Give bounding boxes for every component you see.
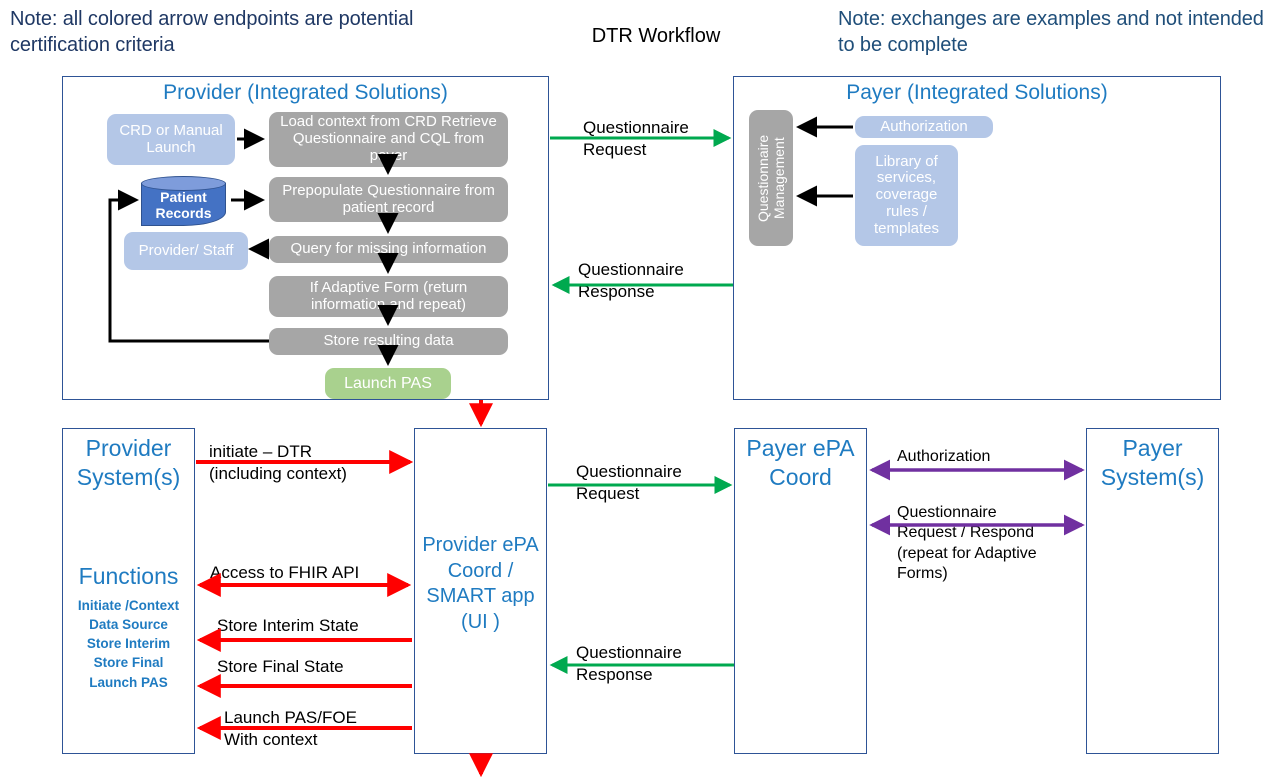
provider-epa-coord-box (414, 428, 547, 754)
provider-system-title: Provider System(s) (76, 435, 181, 491)
label-store-final-state: Store Final State (217, 657, 344, 676)
label-questionnaire-response-top: Questionnaire Response (578, 260, 684, 301)
payer-epa-coord-title: Payer ePA Coord (746, 435, 855, 491)
function-item-initiate-context: Initiate /Context (77, 598, 180, 613)
shape-load-context[interactable]: Load context from CRD Retrieve Questionn… (269, 112, 508, 167)
function-item-store-final: Store Final (93, 655, 164, 671)
label-questionnaire-response-bottom: Questionnaire Response (576, 643, 682, 684)
label-questionnaire-request-top: Questionnaire Request (583, 118, 689, 159)
label-store-interim-state: Store Interim State (217, 616, 359, 635)
provider-system-box (62, 428, 195, 754)
payer-panel-title: Payer (Integrated Solutions) (846, 81, 1108, 104)
payer-epa-coord-box (734, 428, 867, 754)
shape-prepopulate-questionnaire[interactable]: Prepopulate Questionnaire from patient r… (269, 177, 508, 222)
shape-authorization[interactable]: Authorization (855, 116, 993, 138)
shape-questionnaire-management[interactable]: Questionnaire Management (749, 110, 793, 246)
functions-heading: Functions (78, 563, 179, 589)
provider-epa-coord-title: Provider ePA Coord / SMART app (UI ) (422, 534, 539, 633)
shape-launch-pas[interactable]: Launch PAS (325, 368, 451, 399)
label-launch-pas-foe: Launch PAS/FOE With context (224, 708, 357, 749)
provider-panel-title: Provider (Integrated Solutions) (163, 81, 448, 104)
functions-list: Initiate /Context Data Source Store Inte… (62, 596, 195, 692)
shape-provider-staff[interactable]: Provider/ Staff (124, 232, 248, 270)
cylinder-top-ellipse (141, 176, 226, 191)
label-questionnaire-request-bottom: Questionnaire Request (576, 462, 682, 503)
shape-store-resulting-data[interactable]: Store resulting data (269, 328, 508, 355)
label-questionnaire-request-respond: Questionnaire Request / Respond (repeat … (897, 504, 1037, 583)
note-right: Note: exchanges are examples and not int… (838, 8, 1264, 57)
note-left: Note: all colored arrow endpoints are po… (10, 8, 414, 57)
payer-system-box (1086, 428, 1219, 754)
function-item-launch-pas: Launch PAS (89, 674, 168, 690)
shape-patient-records[interactable]: Patient Records (141, 176, 226, 226)
label-authorization-exchange: Authorization (897, 448, 991, 465)
shape-if-adaptive-form[interactable]: If Adaptive Form (return information and… (269, 276, 508, 317)
page-title: DTR Workflow (591, 25, 721, 47)
shape-query-missing-information[interactable]: Query for missing information (269, 236, 508, 263)
patient-records-label: Patient Records (155, 189, 212, 222)
label-initiate-dtr: initiate – DTR (including context) (209, 442, 347, 483)
function-item-data-source: Data Source (89, 617, 168, 633)
function-item-store-interim: Store Interim (86, 636, 171, 652)
label-access-to-fhir-api: Access to FHIR API (210, 563, 360, 582)
payer-system-title: Payer System(s) (1100, 435, 1205, 491)
shape-library-of-services[interactable]: Library of services, coverage rules / te… (855, 145, 958, 246)
shape-crd-or-manual-launch[interactable]: CRD or Manual Launch (107, 114, 235, 165)
